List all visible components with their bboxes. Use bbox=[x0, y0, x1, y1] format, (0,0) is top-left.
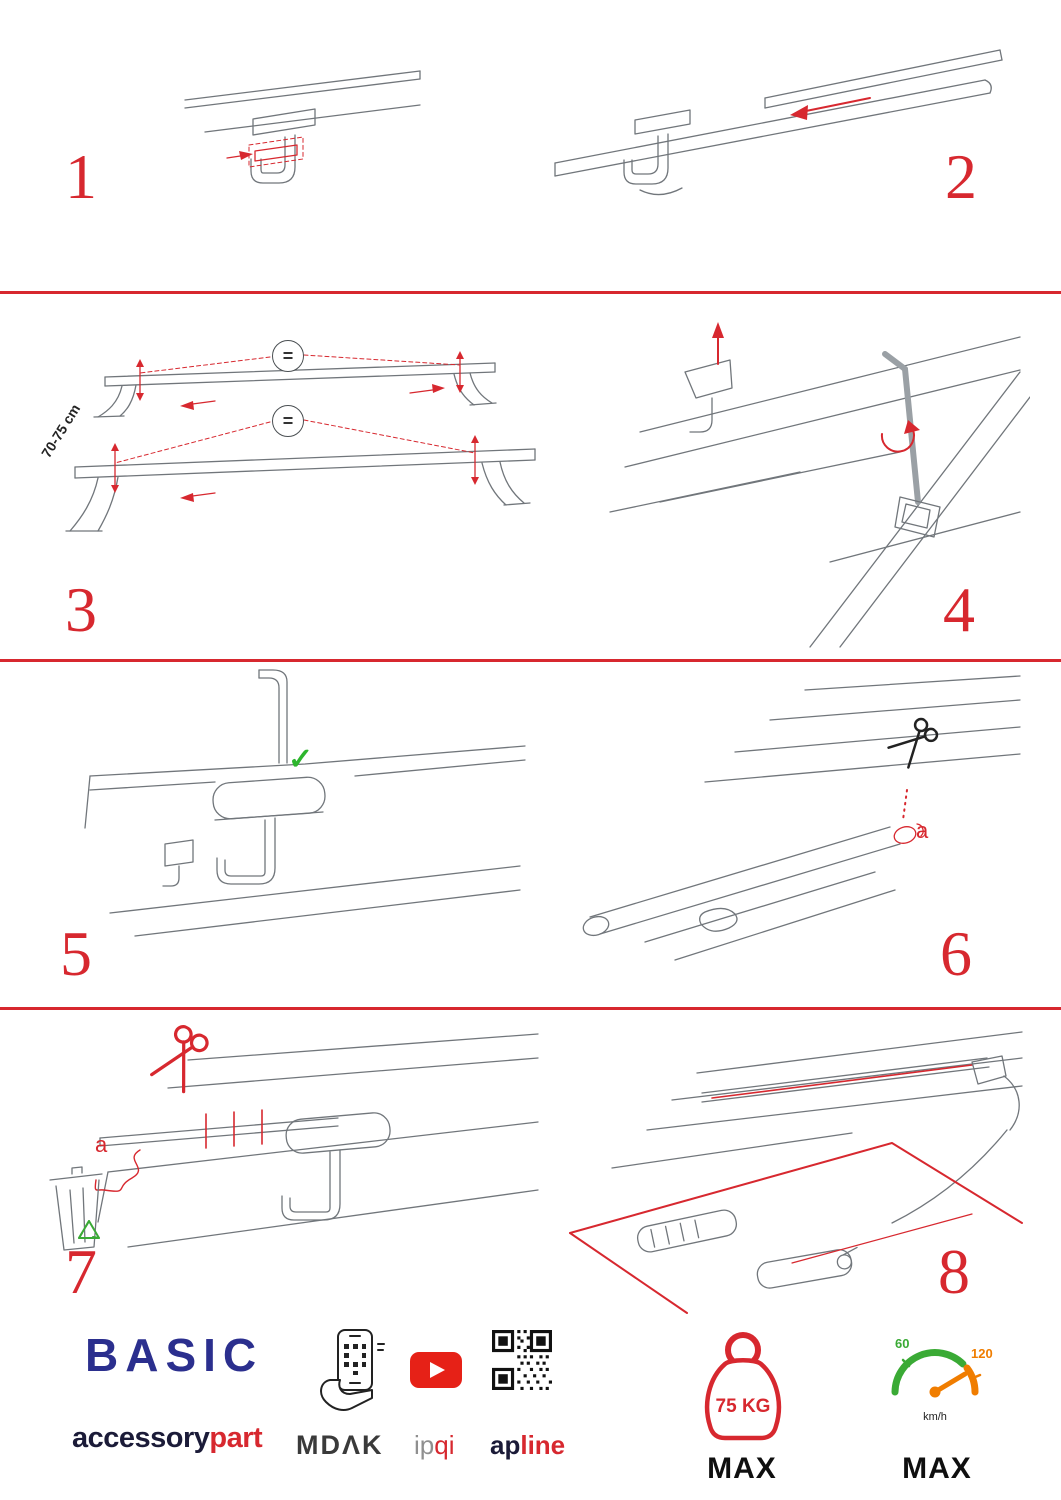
qr-code bbox=[492, 1330, 552, 1390]
scissors-icon bbox=[150, 1025, 209, 1094]
cut-point-label: a bbox=[916, 818, 929, 843]
step-number-3: 3 bbox=[65, 574, 97, 645]
partner-mdak: MDΛK bbox=[296, 1430, 384, 1460]
partner-ipqi-red: qi bbox=[434, 1430, 455, 1460]
step-number-1: 1 bbox=[65, 141, 97, 212]
rotate-arrow bbox=[880, 420, 920, 453]
brand-logo: BASIC bbox=[85, 1329, 264, 1381]
recycle-icon bbox=[78, 1220, 100, 1239]
separator-line bbox=[0, 291, 1061, 294]
weight-value: 75 KG bbox=[716, 1396, 771, 1417]
youtube-icon bbox=[410, 1352, 462, 1388]
partner-apline: apline bbox=[490, 1430, 565, 1461]
check-icon: ✓ bbox=[288, 743, 314, 776]
step2-illustration bbox=[554, 49, 1003, 196]
phone-qr-scan-icon bbox=[320, 1329, 385, 1411]
partner-ipqi: ipqi bbox=[414, 1430, 455, 1461]
step1-illustration bbox=[184, 70, 421, 184]
equal-spacing-badge: = bbox=[272, 340, 304, 372]
speed-unit-label: km/h bbox=[923, 1411, 947, 1423]
step-number-4: 4 bbox=[943, 574, 975, 645]
trash-bin-icon bbox=[49, 1166, 103, 1251]
partner-apline-red: line bbox=[520, 1430, 566, 1460]
cut-point-label: a bbox=[95, 1132, 108, 1157]
step-number-2: 2 bbox=[945, 141, 977, 212]
speed-high-label: 120 bbox=[971, 1346, 993, 1361]
step-number-7: 7 bbox=[65, 1236, 97, 1307]
separator-line bbox=[0, 659, 1061, 662]
step-number-5: 5 bbox=[60, 918, 92, 989]
up-arrow bbox=[712, 322, 724, 365]
step8-illustration bbox=[569, 1031, 1023, 1314]
brand-wordmark-red: part bbox=[209, 1422, 263, 1454]
speed-low-label: 60 bbox=[895, 1336, 909, 1351]
speedometer-icon: 60 120 km/h bbox=[891, 1336, 993, 1423]
step6-illustration bbox=[582, 675, 1021, 961]
partner-apline-dark: ap bbox=[490, 1430, 521, 1460]
brand-wordmark: accessorypart bbox=[72, 1422, 263, 1455]
step3-illustration bbox=[65, 351, 536, 532]
separator-line bbox=[0, 1007, 1061, 1010]
weight-max-label: MAX bbox=[707, 1452, 777, 1485]
dimension-arrows bbox=[111, 351, 479, 493]
equal-spacing-badge: = bbox=[272, 405, 304, 437]
step-number-6: 6 bbox=[940, 918, 972, 989]
speed-max-label: MAX bbox=[902, 1452, 972, 1485]
brand-wordmark-dark: accessory bbox=[72, 1422, 210, 1454]
step7-illustration bbox=[49, 1033, 539, 1251]
step5-illustration bbox=[84, 669, 526, 937]
scissors-icon bbox=[887, 717, 939, 769]
step-number-8: 8 bbox=[938, 1236, 970, 1307]
step4-illustration bbox=[609, 322, 1030, 648]
partner-ipqi-gray: ip bbox=[414, 1430, 435, 1460]
max-weight-icon: 75 KG bbox=[704, 1332, 782, 1441]
